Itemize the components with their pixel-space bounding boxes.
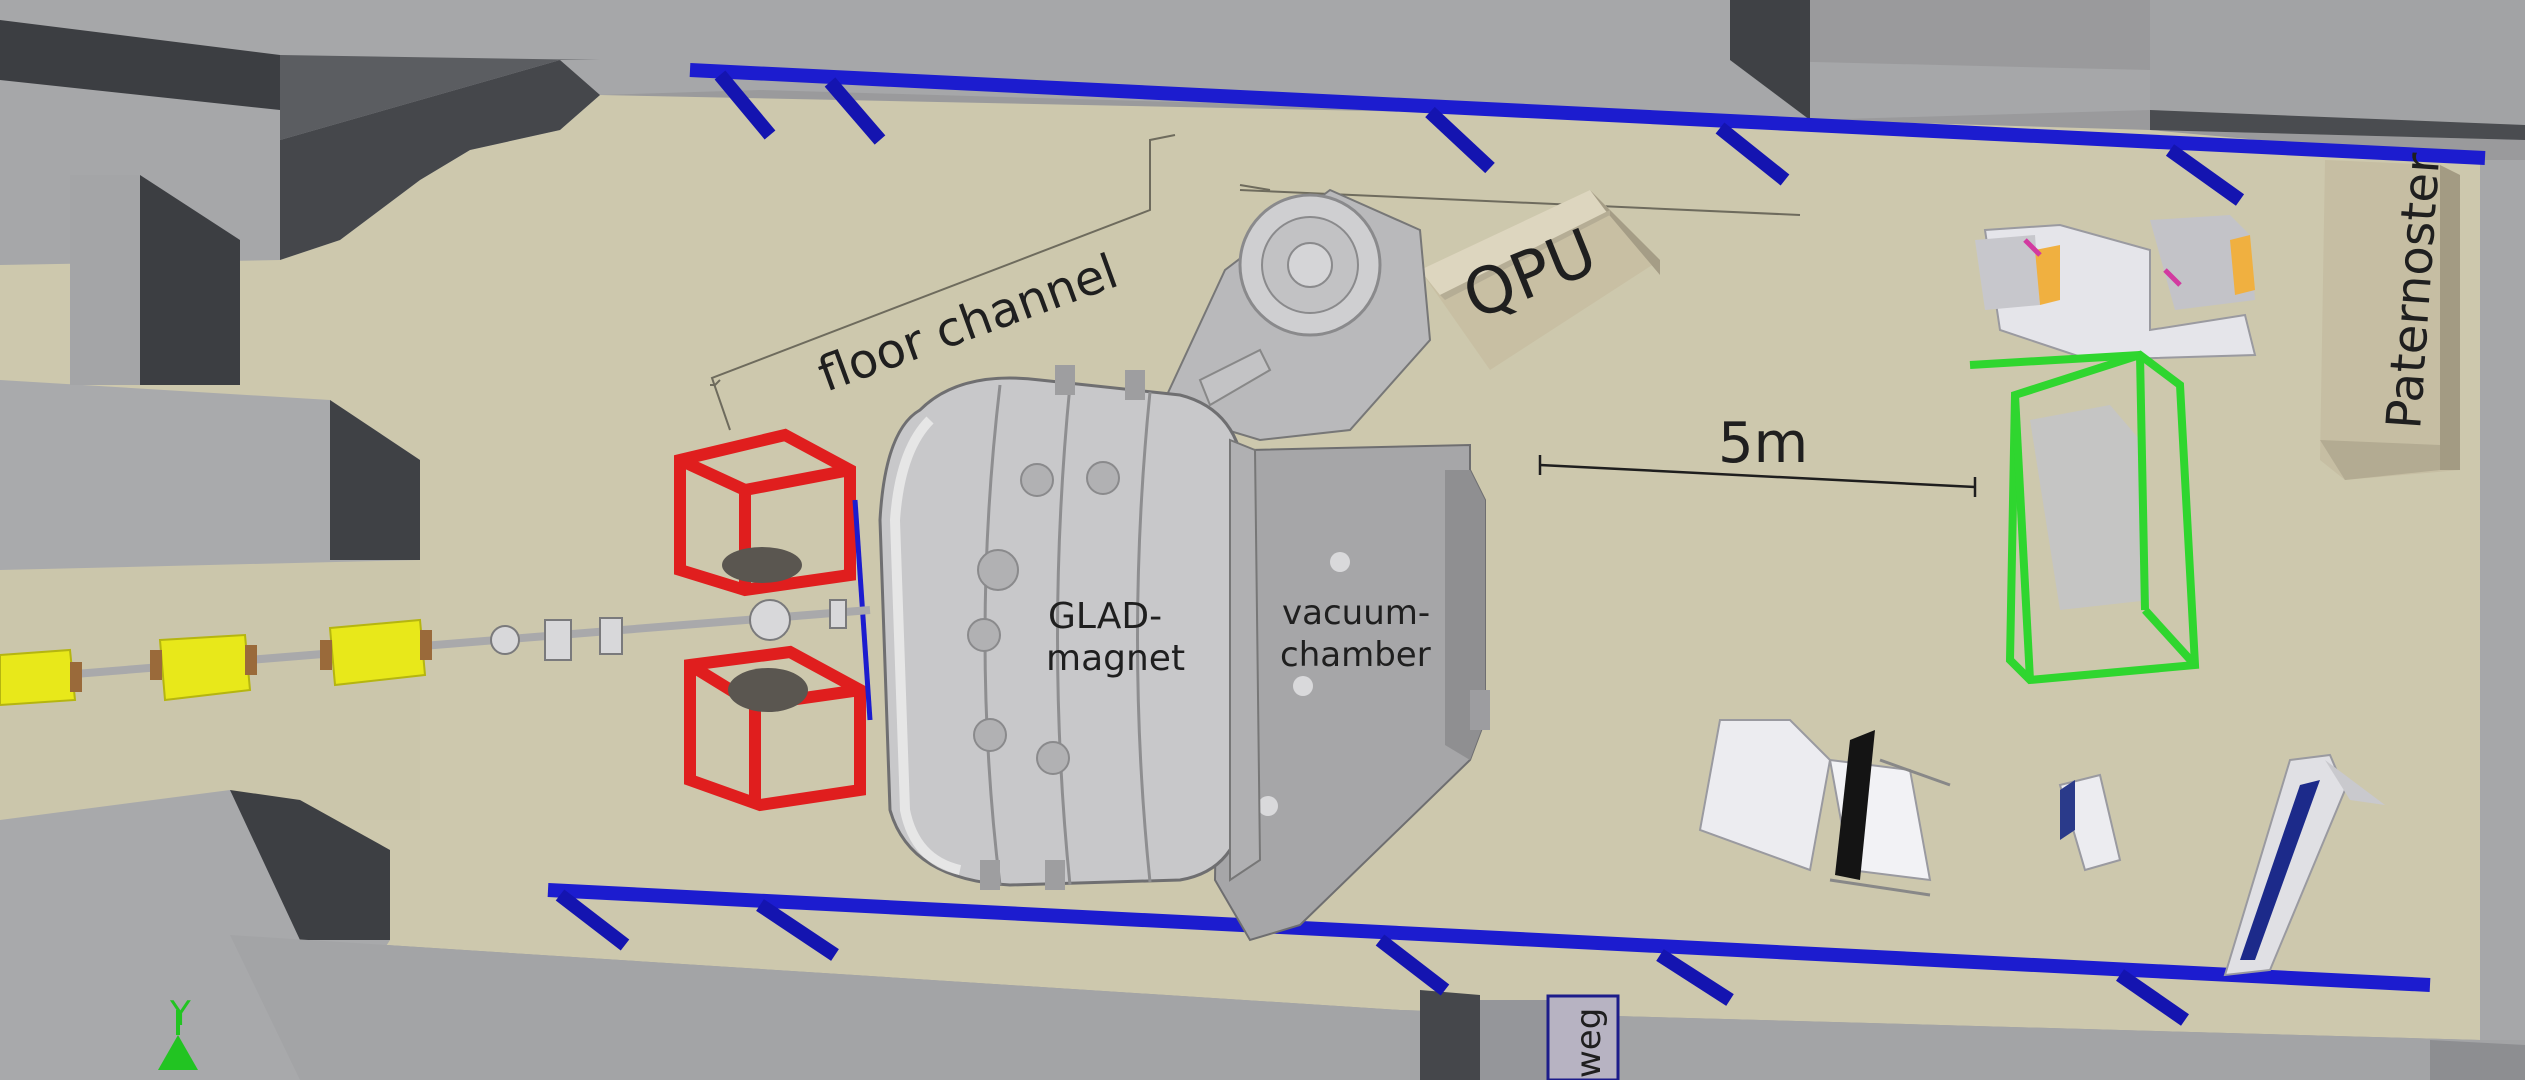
bottom-rail [547,883,2431,992]
scale-bar-label: 5m [1718,411,1808,476]
top-rail [689,63,2486,165]
green-frame [1969,350,2200,685]
vacuum-chamber-label-line1: vacuum- [1282,593,1430,633]
beam-line [0,599,871,707]
glad-magnet-label-line1: GLAD- [1048,596,1162,637]
axis-triad-icon [158,1010,198,1070]
rails [547,63,2486,1026]
quadrupole-magnets [0,618,432,707]
left-upper-wall [0,380,420,570]
scale-bar [1538,455,1977,497]
vacuum-chamber-label-line2: chamber [1280,635,1431,675]
right-wall [2480,160,2525,1040]
glad-magnet-label-line2: magnet [1046,638,1185,679]
qpu-box [1420,190,1660,370]
detector-platform [1975,215,2257,362]
axis-y-label: Y [169,994,191,1034]
lower-detector [728,668,808,712]
long-detector-array [2223,753,2385,977]
glad-magnet [878,188,1432,890]
small-detector [2058,773,2122,872]
top-wall [0,0,2525,265]
paternoster-box [2320,160,2460,480]
bottom-wall [230,935,2525,1080]
weg-label: weg [1569,1008,1609,1078]
beamline-instruments [490,599,847,661]
upper-detector [722,547,802,583]
neutron-wall-structure [1698,719,1951,897]
weg-sign: weg [1546,994,1620,1080]
